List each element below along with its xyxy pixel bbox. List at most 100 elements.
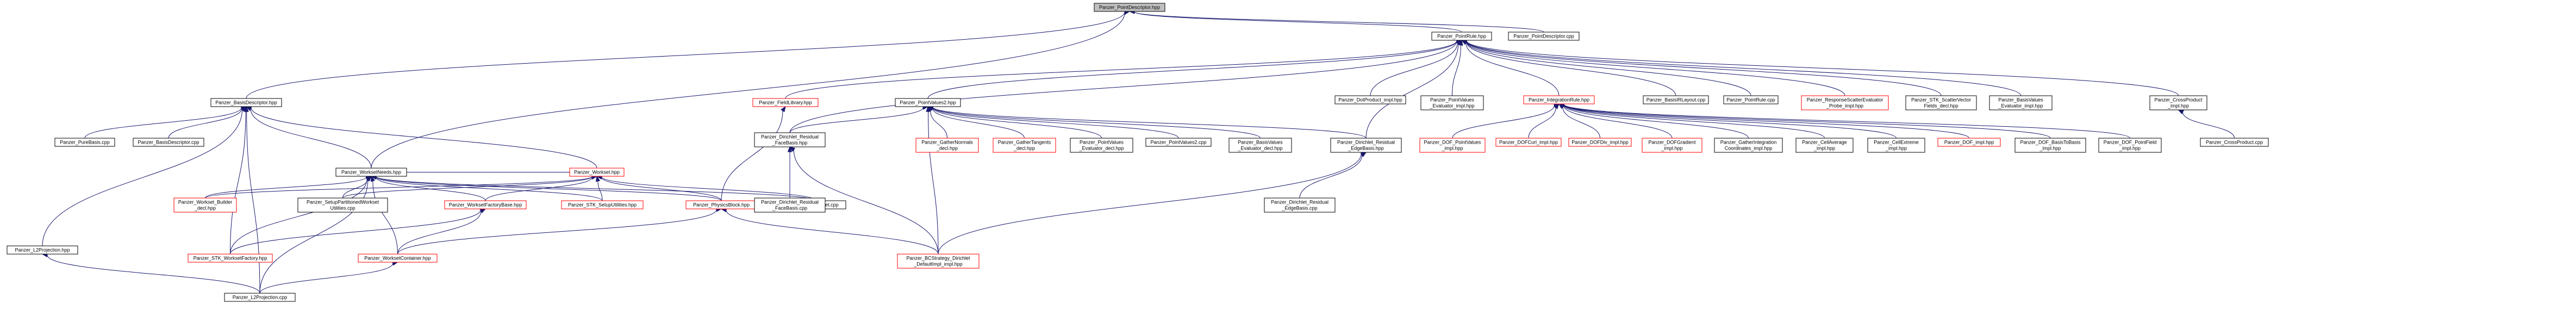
file-node-cellextreme-impl[interactable]: Panzer_CellExtreme_impl.hpp [1867, 138, 1925, 153]
file-node-box [752, 98, 819, 107]
file-node-worksetfactorybase[interactable]: Panzer_WorksetFactoryBase.hpp [444, 200, 527, 209]
file-node-box [7, 245, 78, 255]
file-node-worksetcontainer[interactable]: Panzer_WorksetContainer.hpp [358, 254, 438, 263]
include-edge-dirichlet_edge_hpp-to-pointvalues2_hpp [927, 104, 1367, 139]
include-edge-pointvalues2_cpp-to-pointvalues2_hpp [927, 104, 1179, 139]
include-edge-workset_hpp-to-basisdescriptor_hpp [245, 105, 597, 169]
file-node-dirichlet-face-hpp[interactable]: Panzer_Dirichlet_Residual_FaceBasis.hpp [754, 132, 826, 147]
file-node-box [297, 197, 388, 213]
file-node-box [224, 293, 296, 302]
file-node-workset-hpp[interactable]: Panzer_Workset.hpp [569, 168, 625, 177]
file-node-dirichlet-face-cpp[interactable]: Panzer_Dirichlet_Residual_FaceBasis.cpp [754, 197, 826, 213]
file-node-basisirlayout-cpp[interactable]: Panzer_BasisIRLayout.cpp [1643, 95, 1709, 104]
file-node-dofcurl-impl[interactable]: Panzer_DOFCurl_impl.hpp [1495, 138, 1562, 147]
file-node-dof-pointfield[interactable]: Panzer_DOF_PointField_impl.hpp [2098, 138, 2162, 153]
file-node-label: Panzer_CellExtreme [1874, 140, 1919, 145]
file-node-box [1714, 138, 1783, 153]
file-node-pointvalues2-hpp[interactable]: Panzer_PointValues2.hpp [895, 98, 961, 107]
file-node-box [1094, 3, 1165, 12]
file-node-box [754, 132, 826, 147]
file-node-box [1228, 138, 1292, 153]
file-node-crossproduct-impl[interactable]: Panzer_CrossProduct_impl.hpp [2149, 95, 2207, 110]
file-node-responsescatter-impl[interactable]: Panzer_ResponseScatterEvaluator_Probe_im… [1801, 95, 1889, 110]
file-node-box [1330, 138, 1402, 153]
file-node-label: Panzer_CellAverage [1802, 140, 1847, 145]
file-node-box [2098, 138, 2162, 153]
file-node-dof-basistobasis[interactable]: Panzer_DOF_BasisToBasis_impl.hpp [2014, 138, 2086, 153]
file-node-label: Panzer_PhysicsBlock.hpp [693, 202, 750, 208]
include-edge-stk_setuputilities-to-workset_hpp [595, 175, 603, 201]
file-node-worksetneeds-hpp[interactable]: Panzer_WorksetNeeds.hpp [335, 168, 407, 177]
include-edge-basisdescriptor_hpp-to-root [246, 9, 1131, 99]
file-node-stk-worksetfactory[interactable]: Panzer_STK_WorksetFactory.hpp [188, 254, 273, 263]
file-node-label: Panzer_IntegrationRule.hpp [1529, 97, 1589, 103]
file-node-workset-builder-decl[interactable]: Panzer_Workset_Builder_decl.hpp [173, 197, 237, 213]
file-node-dirichlet-edge-cpp[interactable]: Panzer_Dirichlet_Residual_EdgeBasis.cpp [1264, 197, 1336, 213]
file-node-fieldlibrary-hpp[interactable]: Panzer_FieldLibrary.hpp [752, 98, 819, 107]
file-node-physicsblock-hpp[interactable]: Panzer_PhysicsBlock.hpp [685, 200, 757, 209]
file-node-pointvalues-eval-impl[interactable]: Panzer_PointValues_Evaluator_impl.hpp [1420, 95, 1484, 110]
file-node-box [1795, 138, 1854, 153]
include-edge-gathernormals_decl-to-pointvalues2_hpp [927, 106, 947, 139]
file-node-bcstrategy-dirichlet[interactable]: Panzer_BCStrategy_Dirichlet_DefaultImpl_… [897, 254, 980, 269]
file-node-purebasis-cpp[interactable]: Panzer_PureBasis.cpp [54, 138, 115, 147]
file-node-dof-impl[interactable]: Panzer_DOF_impl.hpp [1937, 138, 2001, 147]
include-edge-bcstrategy_dirichlet-to-pointvalues2_hpp [926, 106, 939, 255]
file-node-label: Panzer_STK_ScatterVector [1911, 97, 1971, 103]
file-node-label: Panzer_PointValues [1430, 97, 1474, 103]
file-node-box [54, 138, 115, 147]
file-node-setuppartitioned[interactable]: Panzer_SetupPartitionedWorksetUtilities.… [297, 197, 388, 213]
file-node-box [1070, 138, 1133, 153]
file-node-integrationrule-hpp[interactable]: Panzer_IntegrationRule.hpp [1523, 95, 1595, 104]
dependency-edges [41, 9, 2235, 294]
file-node-box [1264, 197, 1336, 213]
file-node-basisvalues-eval-decl[interactable]: Panzer_BasisValues_Evaluator_decl.hpp [1228, 138, 1292, 153]
file-node-label: _EdgeBasis.cpp [1281, 206, 1317, 211]
include-edge-physicsblock_hpp-to-workset_hpp [596, 175, 722, 201]
file-node-l2projection-cpp[interactable]: Panzer_L2Projection.cpp [224, 293, 296, 302]
file-node-gatherintegration[interactable]: Panzer_GatherIntegrationCoordinates_impl… [1714, 138, 1783, 153]
file-node-cellaverage-impl[interactable]: Panzer_CellAverage_impl.hpp [1795, 138, 1854, 153]
file-node-root[interactable]: Panzer_PointDescriptor.hpp [1094, 3, 1165, 12]
include-edge-dirichlet_edge_cpp-to-dirichlet_edge_hpp [1299, 152, 1367, 199]
file-node-label: Panzer_PointValues2.hpp [900, 100, 956, 106]
file-node-l2projection-hpp[interactable]: Panzer_L2Projection.hpp [7, 245, 78, 255]
file-node-pointvalues-eval-decl[interactable]: Panzer_PointValues_Evaluator_decl.hpp [1070, 138, 1133, 153]
file-node-dofgradient-impl[interactable]: Panzer_DOFGradient_impl.hpp [1642, 138, 1702, 153]
file-node-basisdescriptor-hpp[interactable]: Panzer_BasisDescriptor.hpp [210, 98, 282, 107]
file-node-dirichlet-edge-hpp[interactable]: Panzer_Dirichlet_Residual_EdgeBasis.hpp [1330, 138, 1402, 153]
file-node-pointrule-cpp[interactable]: Panzer_PointRule.cpp [1723, 95, 1779, 104]
file-node-dofdiv-impl[interactable]: Panzer_DOFDiv_impl.hpp [1568, 138, 1632, 147]
file-node-pointdescriptor-cpp[interactable]: Panzer_PointDescriptor.cpp [1508, 32, 1580, 41]
file-node-label: Panzer_WorksetNeeds.hpp [341, 170, 401, 175]
file-node-pointrule-hpp[interactable]: Panzer_PointRule.hpp [1431, 32, 1492, 41]
file-node-box [444, 200, 527, 209]
file-node-box [993, 138, 1056, 153]
include-edge-stk_scattervector-to-pointrule_hpp [1461, 38, 1942, 96]
file-node-basisdescriptor-cpp[interactable]: Panzer_BasisDescriptor.cpp [133, 138, 204, 147]
file-node-gathernormals-decl[interactable]: Panzer_GatherNormals_decl.hpp [915, 138, 979, 153]
file-node-dof-pointvalues[interactable]: Panzer_DOF_PointValues_impl.hpp [1419, 138, 1486, 153]
include-edge-stk_worksetfactory-to-worksetfactorybase [230, 207, 486, 255]
file-node-label: Panzer_CrossProduct.cpp [2206, 140, 2263, 145]
file-node-label: Panzer_BCStrategy_Dirichlet [906, 256, 970, 261]
file-node-crossproduct-cpp[interactable]: Panzer_CrossProduct.cpp [2200, 138, 2269, 147]
file-node-box [1643, 95, 1709, 104]
file-node-basisvalues-eval-impl[interactable]: Panzer_BasisValues_Evaluator_impl.hpp [1989, 95, 2053, 110]
file-node-stk-setuputilities[interactable]: Panzer_STK_SetupUtilities.hpp [561, 200, 644, 209]
file-node-box [335, 168, 407, 177]
file-node-label: Panzer_PointValues2.cpp [1151, 140, 1207, 145]
file-node-label: Panzer_GatherNormals [921, 140, 973, 145]
file-node-dotproduct-impl[interactable]: Panzer_DotProduct_impl.hpp [1334, 95, 1406, 104]
file-node-box [1495, 138, 1562, 147]
file-node-gathertangents-decl[interactable]: Panzer_GatherTangents_decl.hpp [993, 138, 1056, 153]
file-node-label: Panzer_Workset_Builder [178, 200, 232, 205]
file-node-label: _FaceBasis.cpp [772, 206, 807, 211]
file-node-box [2149, 95, 2207, 110]
file-node-pointvalues2-cpp[interactable]: Panzer_PointValues2.cpp [1145, 138, 1212, 147]
include-edge-dirichlet_edge_hpp-to-pointrule_hpp [1365, 40, 1462, 139]
file-node-box [358, 254, 438, 263]
file-node-label: _impl.hpp [2119, 146, 2141, 151]
